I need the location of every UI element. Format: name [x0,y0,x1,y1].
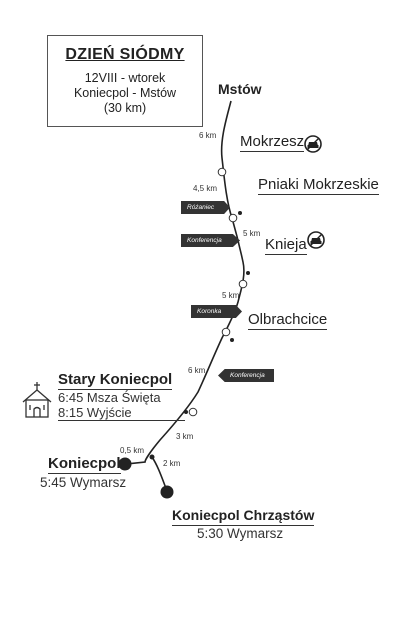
tag-konferencja: Konferencja [218,369,274,382]
place-dot [184,410,188,414]
place-dot [238,211,242,215]
start-point [160,485,174,499]
distance-label: 5 km [222,291,240,300]
place-mstow: Mstów [218,81,262,97]
distance-label: 4,5 km [193,184,218,193]
place-dot [230,338,234,342]
distance-label: 2 km [163,459,181,468]
day-title-box: DZIEŃ SIÓDMY 12VIII - wtorek Koniecpol -… [47,35,203,127]
day-date: 12VIII - wtorek [84,71,166,85]
distance-label: 3 km [176,432,194,441]
place-knieja: Knieja [265,236,307,255]
place-olbrachcice: Olbrachcice [248,311,328,330]
junction-dot [149,454,155,460]
distance-label: 6 km [199,131,217,140]
stary-koniecpol-mass: 6:45 Msza Święta [58,390,161,405]
rest-stop-icon [228,213,238,223]
day-title: DZIEŃ SIÓDMY [65,46,185,63]
chrzastow-time: 5:30 Wymarsz [197,526,284,541]
car-icon [304,135,322,153]
distance-label: 6 km [188,366,206,375]
place-pniaki: Pniaki Mokrzeskie [258,176,379,195]
day-distance: (30 km) [103,101,147,115]
distance-label: 5 km [243,229,261,238]
place-koniecpol: Koniecpol [48,455,121,474]
rest-stop-icon [238,279,248,289]
church-icon [22,382,52,418]
koniecpol-point [118,457,132,471]
place-dot [246,271,250,275]
tag-konferencja: Konferencja [181,234,240,247]
distance-label: 0,5 km [120,446,145,455]
place-mokrzesz: Mokrzesz [240,133,305,152]
place-stary-koniecpol: Stary Koniecpol [58,371,173,390]
stary-koniecpol-exit: 8:15 Wyjście [58,405,185,421]
tag-rozaniec: Różaniec [181,201,230,214]
rest-stop-icon [217,167,227,177]
car-icon [307,231,325,249]
rest-stop-icon [221,327,231,337]
rest-stop-icon [188,407,198,417]
koniecpol-time: 5:45 Wymarsz [40,475,127,490]
day-route: Koniecpol - Mstów [73,86,177,100]
tag-koronka: Koronka [191,305,242,318]
place-chrzastow: Koniecpol Chrząstów [172,507,315,526]
